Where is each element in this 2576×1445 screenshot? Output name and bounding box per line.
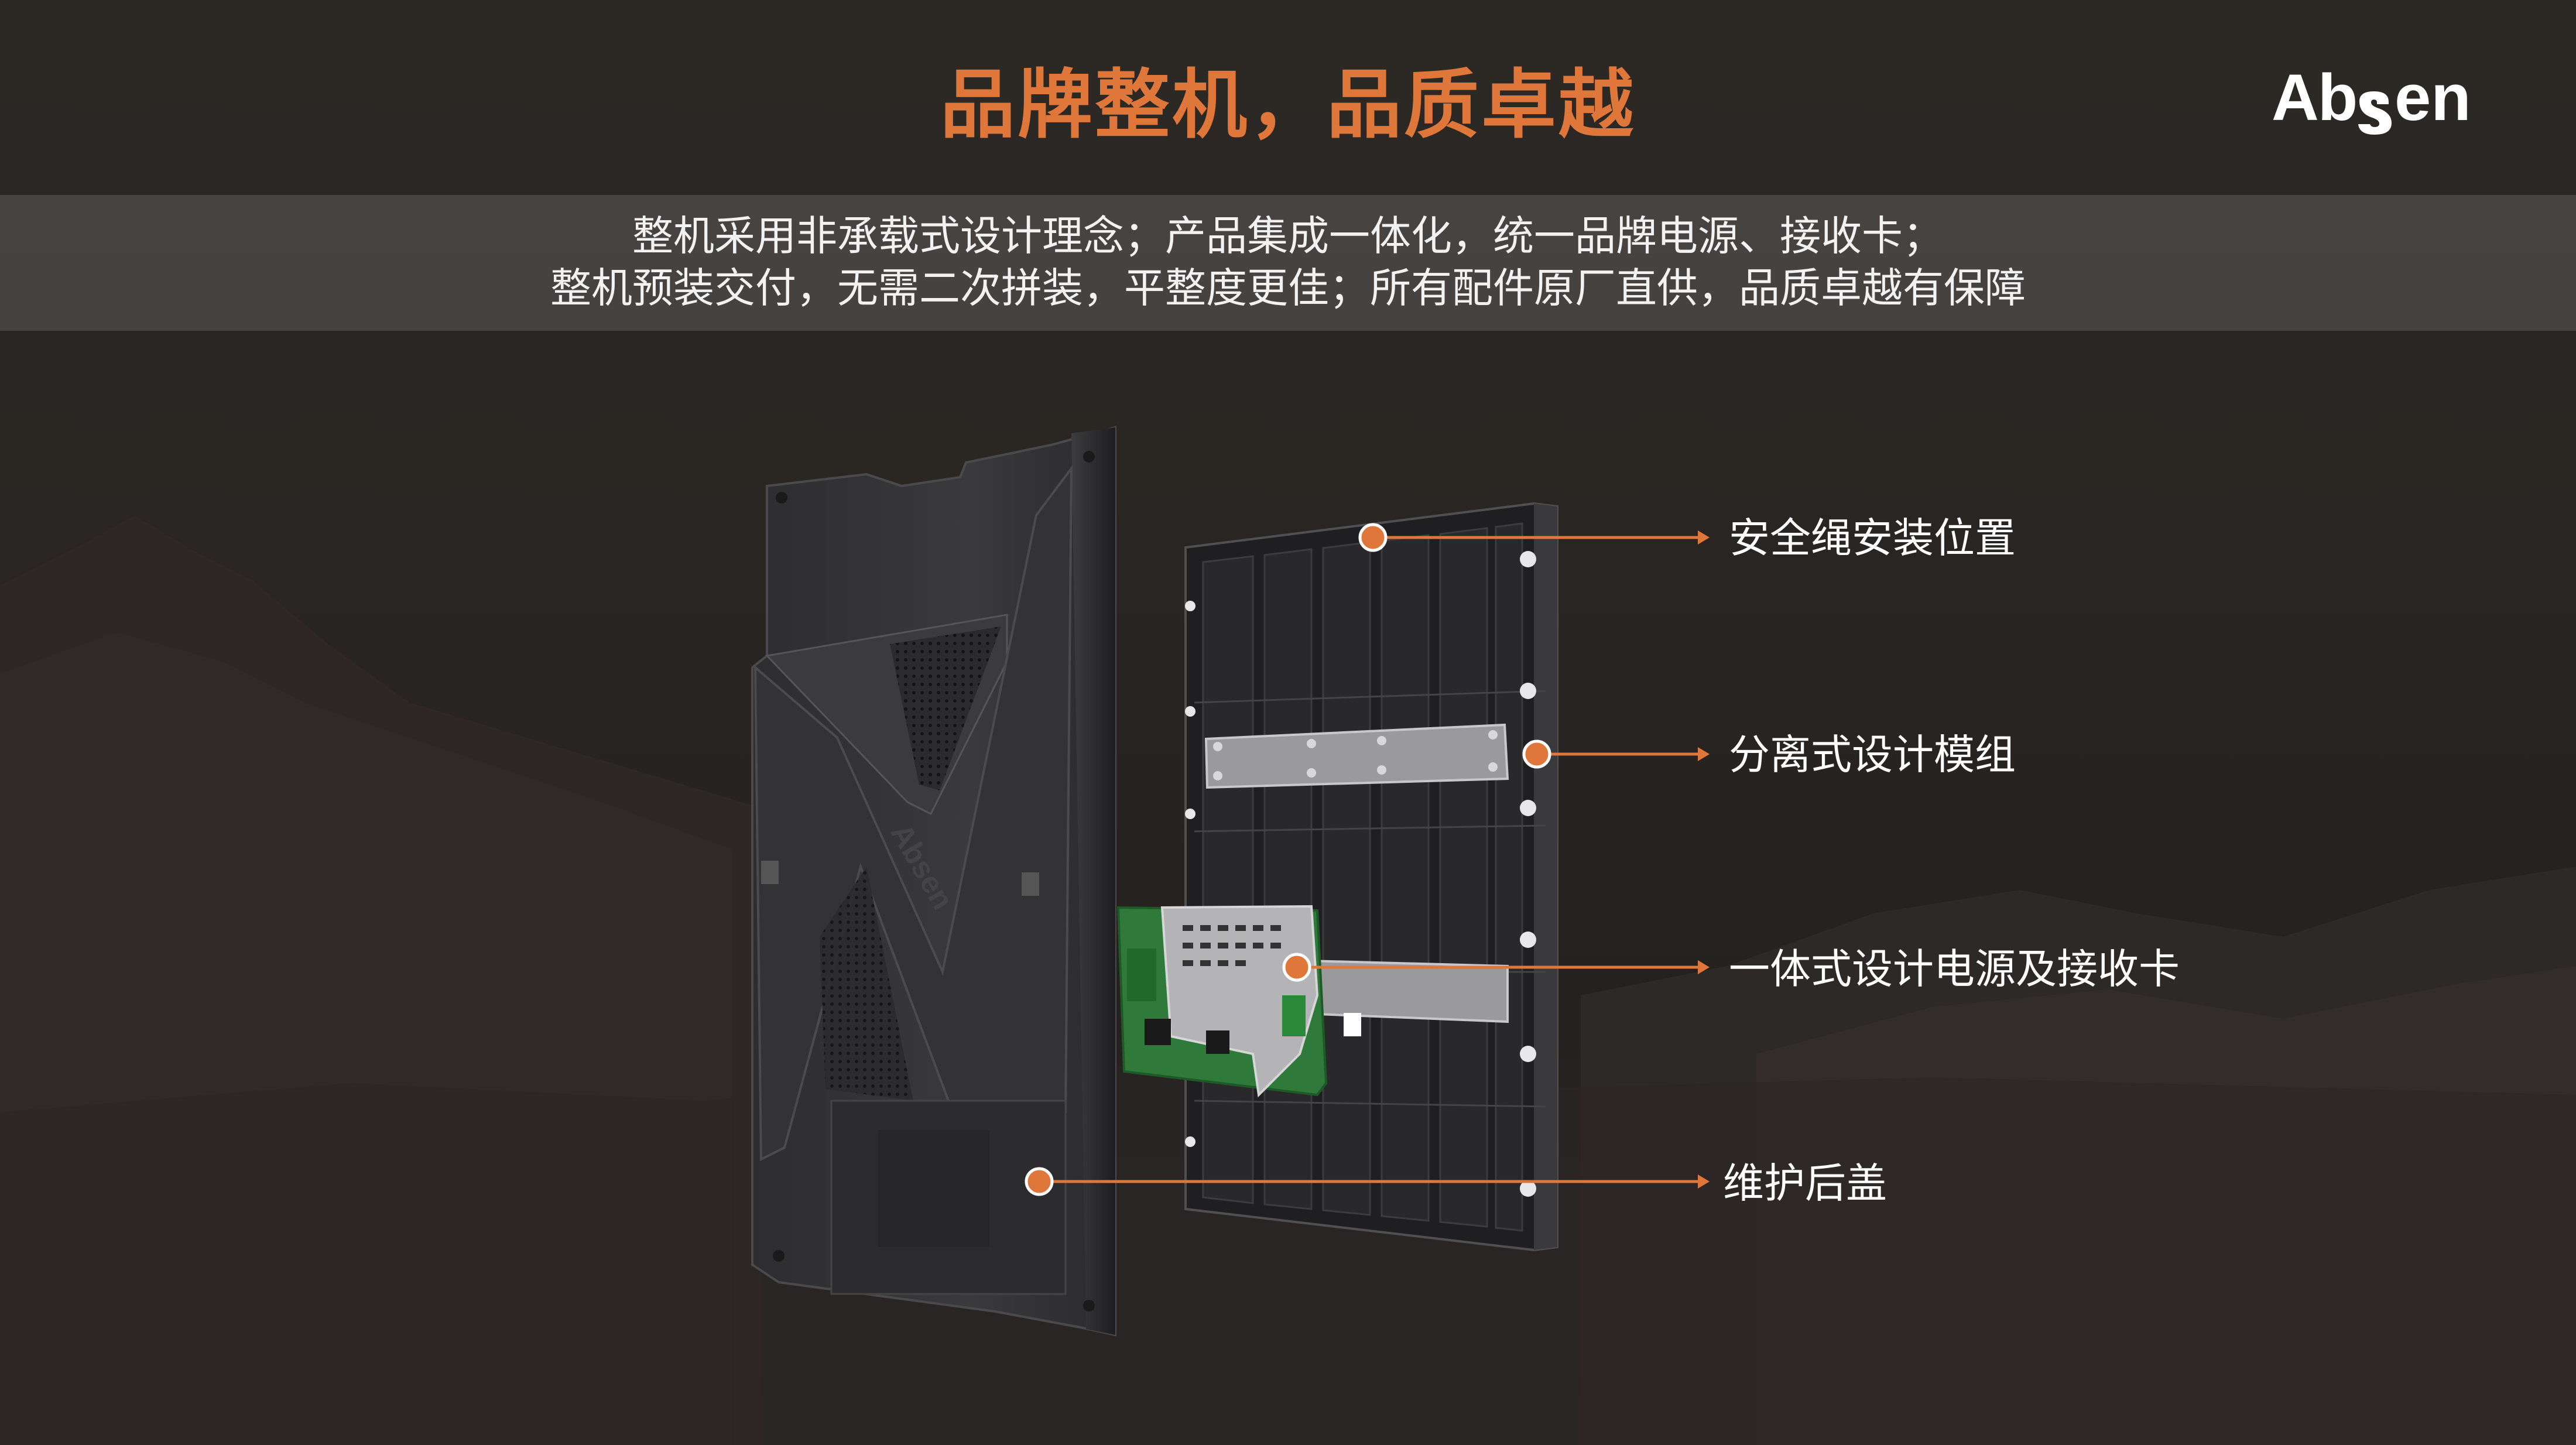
description-line-2: 整机预装交付，无需二次拼装，平整度更佳；所有配件原厂直供，品质卓越有保障 [550, 264, 2026, 312]
absen-logo: Ab en [2272, 64, 2471, 135]
callout-label-power-receiving-card: 一体式设计电源及接收卡 [1729, 945, 2180, 993]
description-line-1: 整机采用非承载式设计理念；产品集成一体化，统一品牌电源、接收卡； [632, 212, 1944, 260]
power-supply-receiving-card [1116, 905, 1328, 1098]
svg-text:Ab: Ab [2272, 64, 2356, 134]
rear-cabinet: Absen [751, 426, 1116, 1337]
callout-label-separate-module: 分离式设计模组 [1729, 731, 2016, 779]
page-title: 品牌整机，品质卓越 [940, 61, 1636, 149]
callout-label-safety-rope: 安全绳安装位置 [1729, 514, 2016, 562]
svg-text:en: en [2395, 64, 2471, 134]
led-module-panel [1184, 502, 1558, 1252]
callout-label-maintenance-cover: 维护后盖 [1723, 1159, 1887, 1207]
callout-markers [1025, 523, 1710, 1196]
description-band [0, 195, 2576, 331]
